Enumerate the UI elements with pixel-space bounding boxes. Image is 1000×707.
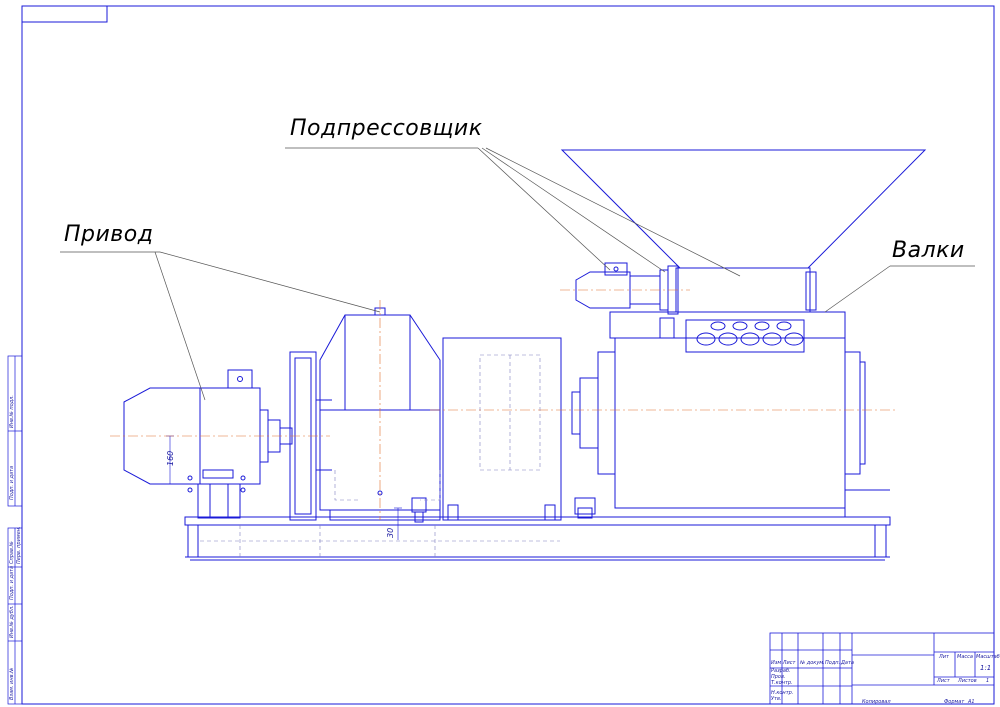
title-block xyxy=(769,632,995,705)
tb-mass-label: Масса xyxy=(957,654,973,660)
tb-tcontrol-label: Т.контр. xyxy=(771,680,793,686)
coupling-hidden-lines xyxy=(479,354,541,471)
tb-format-label: Формат xyxy=(944,699,965,705)
electric-motor xyxy=(123,369,293,519)
tb-sheets-value: 1 xyxy=(986,678,990,684)
tb-scale-value: 1:1 xyxy=(980,664,992,672)
tb-format-value: A1 xyxy=(968,699,975,705)
tb-sheet-no-label: Лист xyxy=(937,678,950,684)
side-stamp-4: Подп. и дата xyxy=(9,565,15,600)
side-stamp-1: Подп. и дата xyxy=(9,465,15,500)
tb-date-label: Дата xyxy=(841,660,854,666)
axis-lines xyxy=(110,289,895,520)
tb-checked-label: Пров. xyxy=(771,674,786,680)
side-stamp-3: Инв.№ дубл. xyxy=(9,605,15,638)
callout-drive: Привод xyxy=(64,222,154,247)
tb-copied-label: Копировал xyxy=(862,699,891,705)
roller-housing xyxy=(571,311,866,519)
gearbox-hidden-lines xyxy=(334,470,441,501)
base-frame xyxy=(184,489,891,561)
tb-doc-no-label: № докум. xyxy=(800,660,825,666)
dimension-base-offset: 30 xyxy=(386,527,395,538)
rollers xyxy=(685,319,805,353)
side-stamp-2: Взам. инв.№ xyxy=(9,667,15,700)
coupling-housing xyxy=(442,337,562,521)
tb-sheet-label: Лит xyxy=(939,654,949,660)
side-stamp-0: Инв.№ подл. xyxy=(9,395,15,428)
callout-prepresser: Подпрессовщик xyxy=(290,116,483,141)
sheet-frame xyxy=(21,5,995,705)
tb-approved-label: Утв. xyxy=(771,696,782,702)
leader-lines xyxy=(60,147,975,401)
side-stamp-column xyxy=(7,355,23,705)
tb-scale-label: Масштаб xyxy=(976,654,1000,660)
base-offset-dimension xyxy=(394,507,402,540)
callout-rollers: Валки xyxy=(892,238,965,263)
base-hidden-lines xyxy=(200,525,560,557)
side-stamp-6: Перв. примен. xyxy=(16,526,22,564)
dimension-shaft-height: 160 xyxy=(166,450,175,466)
tb-change-label: Изм Лист xyxy=(771,660,796,666)
tb-sign-label: Подп. xyxy=(825,660,841,666)
tb-sheets-label: Листов xyxy=(958,678,977,684)
tb-developed-label: Разраб. xyxy=(771,668,791,674)
side-stamp-5: Справ.№ xyxy=(9,541,15,564)
feed-hopper xyxy=(560,149,927,313)
tb-ncontrol-label: Н.контр. xyxy=(771,690,794,696)
